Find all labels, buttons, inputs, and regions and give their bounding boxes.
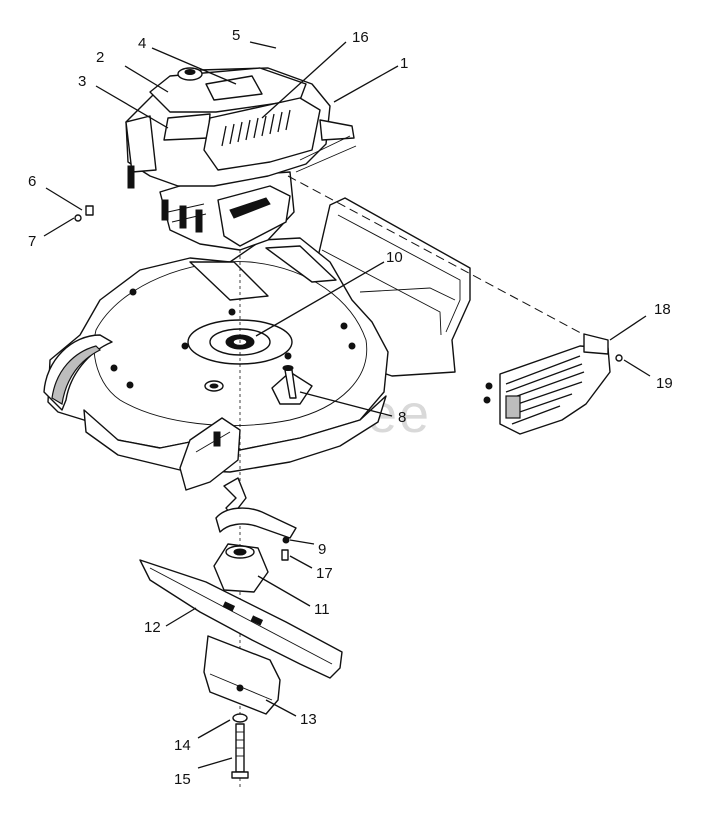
- callout-6: 6: [28, 173, 36, 190]
- callout-18: 18: [654, 301, 671, 318]
- rear-guard: [483, 333, 623, 435]
- callout-16: 16: [352, 29, 369, 46]
- callout-12: 12: [144, 619, 161, 636]
- callout-8: 8: [398, 409, 406, 426]
- callout-17: 17: [316, 565, 333, 582]
- callout-13: 13: [300, 711, 317, 728]
- mower-deck: [43, 197, 471, 491]
- callout-3: 3: [78, 73, 86, 90]
- callout-labels: 1 2 3 4 5 6 7 8 9 10 11 12 13 14 15 16 1…: [28, 27, 673, 788]
- callout-2: 2: [96, 49, 104, 66]
- callout-19: 19: [656, 375, 673, 392]
- callout-15: 15: [174, 771, 191, 788]
- callout-5: 5: [232, 27, 240, 44]
- engine: [74, 67, 591, 790]
- callout-11: 11: [314, 601, 330, 618]
- leader-lines: [43, 41, 651, 769]
- callout-4: 4: [138, 35, 146, 52]
- callout-9: 9: [318, 541, 326, 558]
- callout-10: 10: [386, 249, 403, 266]
- blade-assembly: [139, 477, 343, 779]
- callout-1: 1: [400, 55, 408, 72]
- callout-7: 7: [28, 233, 36, 250]
- callout-14: 14: [174, 737, 191, 754]
